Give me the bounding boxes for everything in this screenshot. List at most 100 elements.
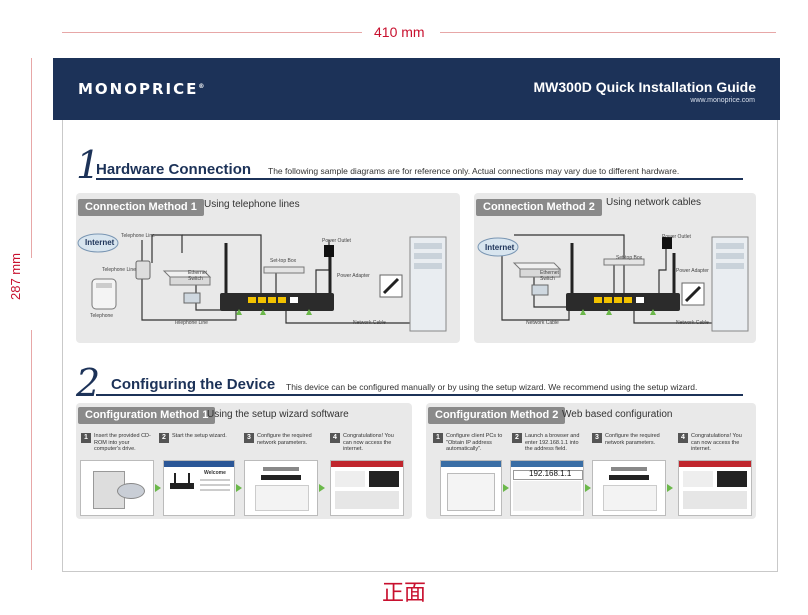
configuration-method2-badge: Configuration Method 2 <box>428 407 566 424</box>
label-internet-2: Internet <box>485 243 515 252</box>
cfg1-step3-text: Configure the required network parameter… <box>257 433 312 446</box>
label-telephone-line-bottom: Telephone Line <box>174 320 208 326</box>
step-arrow <box>236 484 242 492</box>
step-arrow <box>667 484 673 492</box>
section1-rule <box>96 178 743 180</box>
connection-method1-badge: Connection Method 1 <box>78 199 204 216</box>
cable-line <box>501 251 570 321</box>
connection-arrow <box>606 309 612 315</box>
set-top-box-device <box>603 258 645 266</box>
cfg1-thumb-cdrom <box>80 460 154 516</box>
label-power-adapter-2: Power Adapter <box>676 268 709 274</box>
connection-arrow <box>236 309 242 315</box>
connection-arrow <box>580 309 586 315</box>
width-dimension-label: 410 mm <box>374 24 425 40</box>
cfg1-step4-number: 4 <box>330 433 340 443</box>
label-set-top-box-2: Set-top Box <box>616 255 643 261</box>
address-bar-text: 192.168.1.1 <box>529 469 572 478</box>
header-banner <box>53 58 780 120</box>
height-dimension-label: 287 mm <box>8 253 23 300</box>
router-device <box>220 293 334 311</box>
cfg1-step3-number: 3 <box>244 433 254 443</box>
cfg1-step2-text: Start the setup wizard. <box>172 433 227 439</box>
router-icon <box>170 483 194 489</box>
cfg1-step1-number: 1 <box>81 433 91 443</box>
label-network-cable: Network Cable <box>353 320 386 326</box>
wizard-welcome: Welcome <box>204 470 226 476</box>
section1-title: Hardware Connection <box>96 161 252 178</box>
cfg2-step2-text: Launch a browser and enter 192.168.1.1 i… <box>525 433 580 452</box>
section2-title: Configuring the Device <box>111 376 276 393</box>
height-dimension-line <box>31 58 32 258</box>
width-dimension-line <box>62 32 362 33</box>
connection-method1-diagram <box>77 233 447 332</box>
section2-description: This device can be configured manually o… <box>286 382 698 392</box>
step-arrow <box>585 484 591 492</box>
connection-arrow <box>260 309 266 315</box>
cable-line <box>514 234 625 293</box>
connection-method2-subtitle: Using network cables <box>606 197 702 208</box>
cfg2-step1-number: 1 <box>433 433 443 443</box>
label-internet: Internet <box>85 238 115 247</box>
label-telephone-line-top: Telephone Line <box>121 233 155 239</box>
cable-line <box>151 234 183 263</box>
brand-logo: MONOPRICE® <box>78 80 206 98</box>
label-ethernet-switch-2: Ethernet Switch <box>540 270 559 282</box>
cable-line <box>182 234 262 293</box>
connection-method2-badge: Connection Method 2 <box>476 199 602 216</box>
internet-cloud <box>477 237 519 257</box>
router-device <box>566 293 680 311</box>
label-power-outlet: Power Outlet <box>322 238 351 244</box>
label-network-cable-left: Network Cable <box>526 320 559 326</box>
configuration-method1-subtitle: Using the setup wizard software <box>207 409 349 420</box>
label-power-adapter: Power Adapter <box>337 273 370 279</box>
cfg2-step2-number: 2 <box>512 433 522 443</box>
cfg2-step3-number: 3 <box>592 433 602 443</box>
cfg2-step1-text: Configure client PCs to "Obtain IP addre… <box>446 433 503 452</box>
brand-name: MONOPRICE <box>78 80 199 98</box>
cfg1-step1-text: Insert the provided CD-ROM into your com… <box>94 433 151 452</box>
page-side-label: 正面 <box>381 581 426 606</box>
label-network-cable-right: Network Cable <box>676 320 709 326</box>
step-arrow <box>503 484 509 492</box>
guide-title: MW300D Quick Installation Guide <box>533 79 756 95</box>
label-telephone-line-left: Telephone Line <box>102 267 136 273</box>
set-top-box-device <box>263 266 305 274</box>
connection-method2-diagram <box>477 234 749 332</box>
cfg1-step4-text: Congratulations! You can now access the … <box>343 433 394 452</box>
cfg2-thumb-internet <box>678 460 752 516</box>
brand-mark: ® <box>198 83 207 90</box>
laptop-device <box>531 284 549 296</box>
height-dimension-line-bottom <box>31 330 32 570</box>
configuration-method2-subtitle: Web based configuration <box>562 409 673 420</box>
connection-arrow <box>306 309 312 315</box>
cfg2-thumb-ip-settings <box>440 460 502 516</box>
connection-method1-subtitle: Using telephone lines <box>204 199 300 210</box>
internet-cloud <box>77 233 119 253</box>
cable-line <box>658 247 667 293</box>
width-dimension-line-right <box>440 32 776 33</box>
section1-description: The following sample diagrams are for re… <box>268 166 680 176</box>
cfg2-thumb-browser: 192.168.1.1 <box>510 460 584 516</box>
cfg2-step3-text: Configure the required network parameter… <box>605 433 660 446</box>
label-telephone: Telephone <box>90 313 114 319</box>
section2-number: 2 <box>76 361 101 405</box>
step-arrow <box>155 484 161 492</box>
cfg1-thumb-internet <box>330 460 404 516</box>
cd-icon <box>117 483 145 499</box>
pc-tower <box>409 236 447 332</box>
cfg1-step2-number: 2 <box>159 433 169 443</box>
power-outlet <box>324 245 334 257</box>
step-arrow <box>319 484 325 492</box>
label-power-outlet-2: Power Outlet <box>662 234 691 240</box>
configuration-method1-badge: Configuration Method 1 <box>78 407 216 424</box>
power-outlet <box>662 237 672 249</box>
label-ethernet-switch: Ethernet Switch <box>188 270 207 282</box>
splitter-device <box>135 260 151 280</box>
cfg2-thumb-config <box>592 460 666 516</box>
pc-tower <box>711 236 749 332</box>
label-set-top-box: Set-top Box <box>270 258 297 264</box>
cfg2-step4-text: Congratulations! You can now access the … <box>691 433 742 452</box>
cfg2-step4-number: 4 <box>678 433 688 443</box>
guide-url: www.monoprice.com <box>690 97 755 104</box>
